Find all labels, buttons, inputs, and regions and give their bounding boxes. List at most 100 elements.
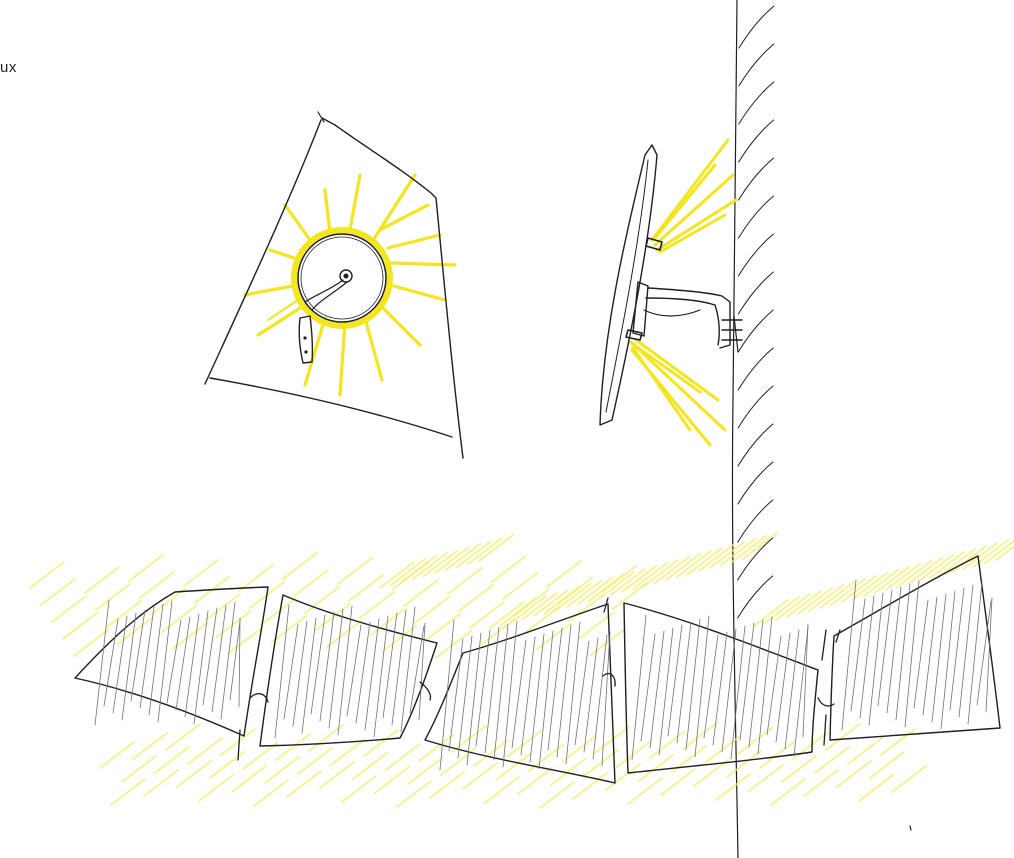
haze-stroke [161, 605, 197, 633]
haze-stroke [99, 741, 135, 769]
hatch-stroke [547, 627, 563, 751]
wall-hatch-stroke [738, 195, 775, 239]
hatch-stroke [502, 620, 518, 768]
haze-stroke [566, 580, 602, 608]
hatch-stroke [283, 623, 299, 720]
hatch-stroke [337, 605, 353, 736]
haze-stroke [605, 763, 641, 791]
corner-label: ux [0, 59, 17, 76]
hatch-stroke [493, 623, 509, 761]
hatch-stroke [931, 593, 947, 723]
panel-4 [623, 602, 819, 774]
hatch-stroke [418, 622, 426, 721]
haze-stroke [583, 749, 619, 777]
haze-stroke [469, 601, 505, 629]
haze-stroke [282, 552, 318, 580]
haze-stroke [709, 541, 745, 569]
haze-stroke [363, 729, 399, 757]
haze-stroke [808, 584, 844, 612]
hatch-stroke [466, 632, 482, 766]
hatch-stroke [400, 606, 416, 733]
haze-stroke [379, 561, 415, 589]
hatch-stroke [319, 611, 335, 722]
haze-stroke [825, 723, 861, 751]
hatch-stroke [175, 616, 191, 711]
hatch-stroke [448, 638, 464, 752]
haze-stroke [753, 599, 789, 627]
hatch-stroke [592, 634, 608, 760]
haze-stroke [165, 723, 201, 751]
haze-stroke [205, 593, 241, 621]
hatch-stroke [130, 609, 146, 702]
haze-stroke [139, 571, 175, 599]
haze-stroke [891, 765, 927, 793]
wall-hatch-stroke [737, 347, 774, 391]
haze-stroke [539, 781, 575, 809]
hatch-stroke [166, 619, 182, 704]
haze-stroke [440, 748, 476, 776]
haze-stroke [264, 756, 300, 784]
haze-stroke [506, 730, 542, 758]
haze-stroke [297, 747, 333, 775]
panel-1 [74, 586, 269, 737]
haze-stroke [572, 772, 608, 800]
hatch-stroke [574, 640, 590, 746]
hatch-stroke [355, 621, 371, 724]
haze-stroke [128, 554, 164, 582]
haze-stroke [610, 568, 646, 596]
haze-stroke [524, 606, 560, 634]
hatch-stroke [841, 579, 857, 731]
hatch-stroke [922, 596, 938, 716]
haze-stroke [698, 544, 734, 572]
hatch-stroke [658, 627, 674, 756]
haze-stroke [286, 770, 322, 798]
haze-stroke [599, 571, 635, 599]
haze-stroke [819, 581, 855, 609]
hatch-stroke [739, 622, 755, 741]
hatch-stroke [886, 586, 902, 714]
haze-stroke [187, 737, 223, 765]
haze-stroke [737, 727, 773, 755]
haze-stroke [467, 537, 503, 565]
haze-stroke [423, 549, 459, 577]
haze-stroke [40, 578, 76, 606]
light-rays-front [243, 173, 457, 397]
panel-row-bottom [29, 532, 1014, 809]
hatch-stroke [457, 635, 473, 759]
haze-stroke [183, 559, 219, 587]
hatch-stroke [868, 592, 884, 726]
haze-stroke [242, 742, 278, 770]
hatch-stroke [877, 589, 893, 707]
haze-stroke [742, 532, 778, 560]
hatch-stroke [229, 620, 241, 701]
haze-stroke [370, 608, 406, 636]
hatch-stroke [958, 584, 974, 718]
haze-stroke [693, 759, 729, 787]
panel-3 [424, 603, 616, 784]
haze-stroke [275, 733, 311, 761]
haze-stroke [535, 623, 571, 651]
haze-stroke [172, 622, 208, 650]
haze-stroke [594, 726, 630, 754]
wall-hatch-stroke [738, 43, 775, 87]
hatch-stroke [775, 632, 791, 743]
hatch-stroke [139, 606, 155, 709]
hatch-stroke [685, 618, 701, 751]
haze-stroke [577, 577, 613, 605]
haze-stroke [220, 728, 256, 756]
haze-stroke [649, 731, 685, 759]
hatch-stroke [538, 630, 554, 770]
haze-stroke [616, 740, 652, 768]
haze-stroke [830, 578, 866, 606]
haze-stroke [29, 561, 65, 589]
haze-stroke [522, 592, 558, 620]
haze-stroke [682, 722, 718, 750]
haze-stroke [546, 560, 582, 588]
hatch-stroke [103, 618, 119, 707]
hatch-stroke [475, 629, 491, 747]
haze-stroke [726, 750, 762, 778]
panel-5 [829, 555, 1001, 741]
hatch-stroke [112, 615, 128, 714]
hatch-stroke [364, 618, 380, 731]
